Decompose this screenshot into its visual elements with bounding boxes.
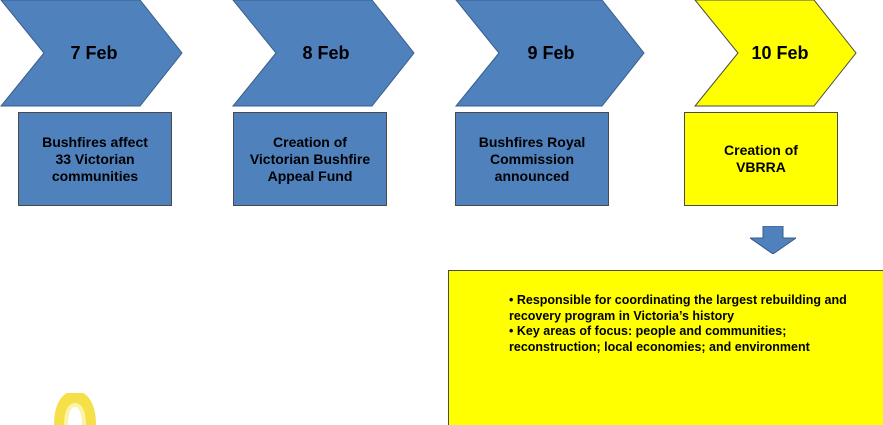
responsibility-item: • Key areas of focus: people and communi… [509,324,810,354]
event-line: communities [51,167,139,184]
event-line: Appeal Fund [267,167,353,184]
date-label-7-feb: 7 Feb [70,42,118,63]
chevron-9-feb [454,0,645,107]
event-line: Victorian Bushfire [249,150,371,167]
event-box-vbrra: Creation of VBRRA [684,112,838,206]
event-line: announced [494,167,570,184]
ribbon-logo-icon [54,393,96,425]
event-line: Creation of [724,142,798,158]
date-label-10-feb: 10 Feb [751,42,809,63]
down-arrow-icon [750,226,796,254]
event-box-bushfires: Bushfires affect 33 Victorian communitie… [18,112,172,206]
event-line: Bushfires affect [42,133,148,150]
chevron-8-feb [231,0,415,107]
event-line: 33 Victorian [55,150,135,167]
event-box-appeal-fund: Creation of Victorian Bushfire Appeal Fu… [233,112,387,206]
date-label-9-feb: 9 Feb [527,42,575,63]
event-line: Bushfires Royal [478,133,586,150]
event-line: Commission [489,150,574,167]
responsibility-item: • Responsible for coordinating the large… [509,293,847,323]
event-line: Creation of [273,133,347,150]
date-label-8-feb: 8 Feb [302,42,350,63]
chevron-10-feb [693,0,857,107]
event-box-royal-commission: Bushfires Royal Commission announced [455,112,609,206]
event-line: VBRRA [736,159,786,175]
chevron-7-feb [0,0,183,107]
vbrra-responsibilities-box: • Responsible for coordinating the large… [448,270,883,425]
